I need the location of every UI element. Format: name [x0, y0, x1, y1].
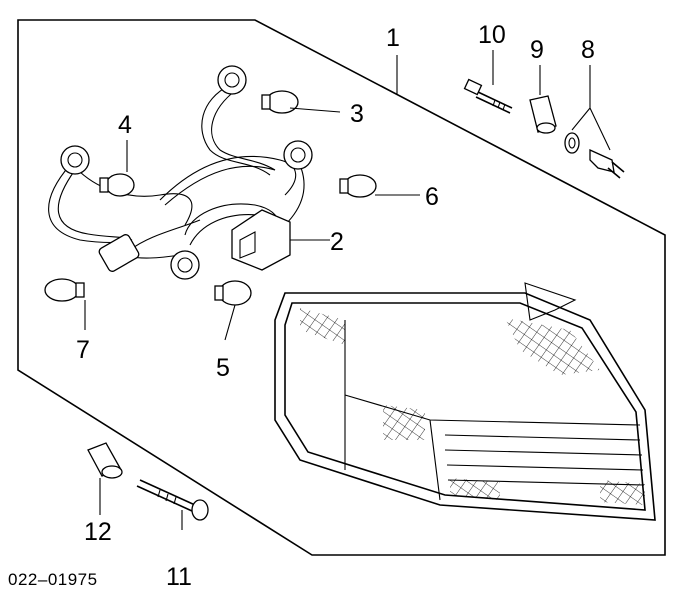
callout-11: 11	[166, 563, 192, 591]
bulb-4	[99, 173, 135, 197]
callout-6: 6	[425, 183, 439, 211]
leader-lines	[84, 50, 611, 530]
callout-10: 10	[478, 21, 506, 49]
screw-11	[136, 479, 209, 521]
bulb-7	[44, 278, 85, 302]
harness-connector	[231, 209, 291, 271]
callout-8: 8	[581, 36, 595, 64]
spacer-12	[87, 442, 123, 479]
reference-code: 022–01975	[8, 570, 98, 589]
bulb-socket-top	[217, 65, 247, 95]
callout-3: 3	[350, 100, 364, 128]
callout-1: 1	[386, 24, 400, 52]
callout-5: 5	[216, 354, 230, 382]
callout-9: 9	[530, 36, 544, 64]
bulb-6	[339, 174, 377, 198]
bulb-socket-left	[60, 145, 90, 175]
callout-12: 12	[84, 518, 112, 546]
callout-4: 4	[118, 111, 132, 139]
bolt-10	[463, 78, 513, 114]
nut-9	[529, 95, 557, 134]
bulb-socket-bottom	[170, 250, 200, 280]
bulb-socket-right	[283, 140, 313, 170]
bulb-3	[261, 90, 299, 114]
bulb-socket-lower-left	[98, 234, 140, 272]
bulb-5	[214, 280, 252, 306]
callout-7: 7	[76, 336, 90, 364]
callout-2: 2	[330, 228, 344, 256]
tail-lamp-housing	[274, 282, 656, 521]
screw-8	[564, 132, 625, 179]
assembly-outline	[17, 19, 666, 556]
